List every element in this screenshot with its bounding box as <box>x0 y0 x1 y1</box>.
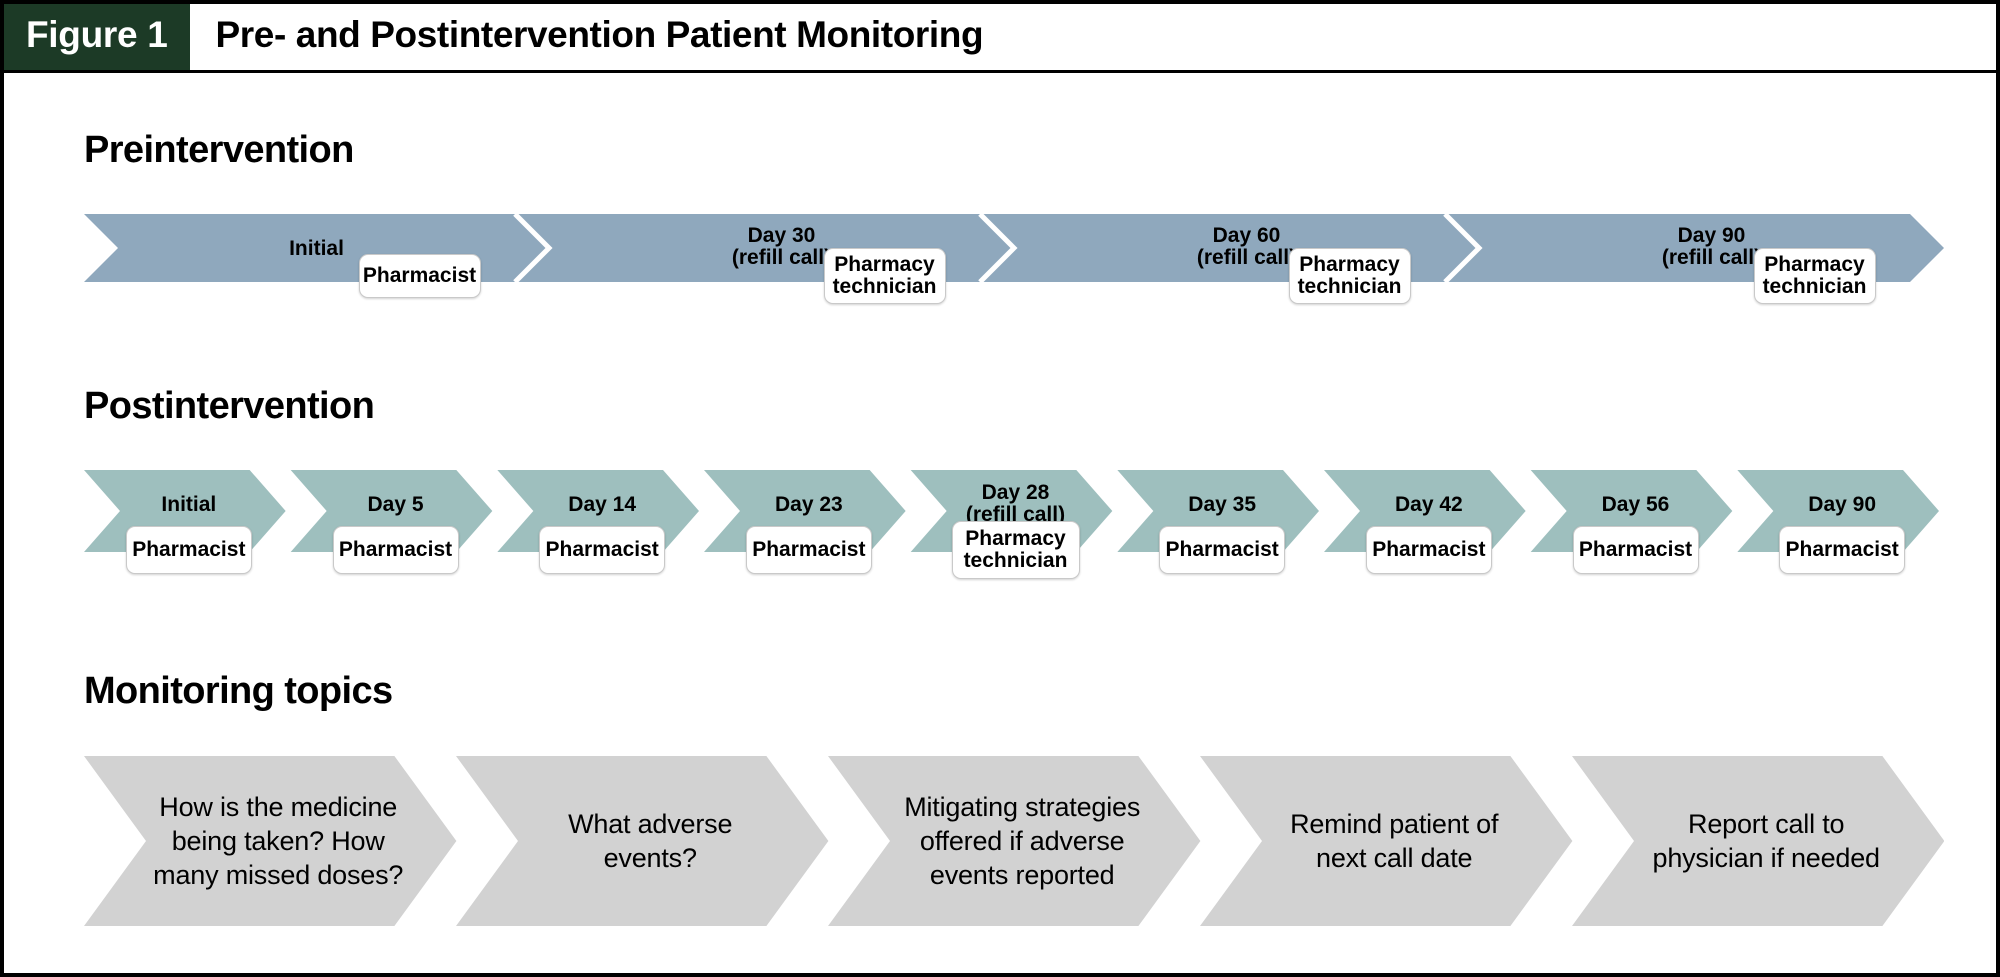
postintervention-role-badge: Pharmacist <box>745 526 872 574</box>
role-label: Pharmacist <box>752 537 866 561</box>
role-label: Pharmacist <box>362 263 477 287</box>
preintervention-role-badge: Pharmacist <box>358 254 481 298</box>
monitoring-topic-chevron <box>84 756 457 926</box>
role-label: Pharmacist <box>132 537 246 561</box>
figure-header: Figure 1 Pre- and Postintervention Patie… <box>4 4 1996 73</box>
monitoring-topic-chevron <box>1200 756 1573 926</box>
postintervention-role-badge: Pharmacist <box>1159 526 1286 574</box>
postintervention-role-badge: Pharmacist <box>1365 526 1492 574</box>
monitoring-topics-row: How is the medicine being taken? How man… <box>84 756 1944 926</box>
role-label: Pharmacist <box>1165 537 1279 561</box>
figure-title: Pre- and Postintervention Patient Monito… <box>215 14 984 55</box>
section-heading-preintervention: Preintervention <box>84 129 354 171</box>
postintervention-role-badge: Pharmacist <box>125 526 252 574</box>
preintervention-chevron-band <box>84 214 1944 282</box>
role-label: Pharmacist <box>338 537 453 561</box>
role-label: Pharmacist <box>545 537 659 561</box>
monitoring-topic-chevron <box>828 756 1201 926</box>
postintervention-role-badge: Pharmacist <box>1572 526 1699 574</box>
chevron-separator <box>978 214 1018 282</box>
section-heading-monitoring-topics: Monitoring topics <box>84 670 393 712</box>
role-label: Pharmacist <box>1578 537 1693 561</box>
monitoring-topic-chevron <box>1572 756 1944 926</box>
role-label: Pharmacist <box>1785 537 1899 561</box>
figure-number-tag: Figure 1 <box>4 4 190 70</box>
postintervention-role-badge: Pharmacist <box>332 526 459 574</box>
section-heading-postintervention: Postintervention <box>84 385 375 427</box>
postintervention-role-badge: Pharmacist <box>1779 526 1906 574</box>
monitoring-topics-chevron-band <box>84 756 1944 926</box>
postintervention-role-badge: Pharmacist <box>539 526 666 574</box>
monitoring-topic-chevron <box>456 756 829 926</box>
chevron-separator <box>1443 214 1483 282</box>
role-label: Pharmacist <box>1372 537 1486 561</box>
chevron-separator <box>513 214 553 282</box>
